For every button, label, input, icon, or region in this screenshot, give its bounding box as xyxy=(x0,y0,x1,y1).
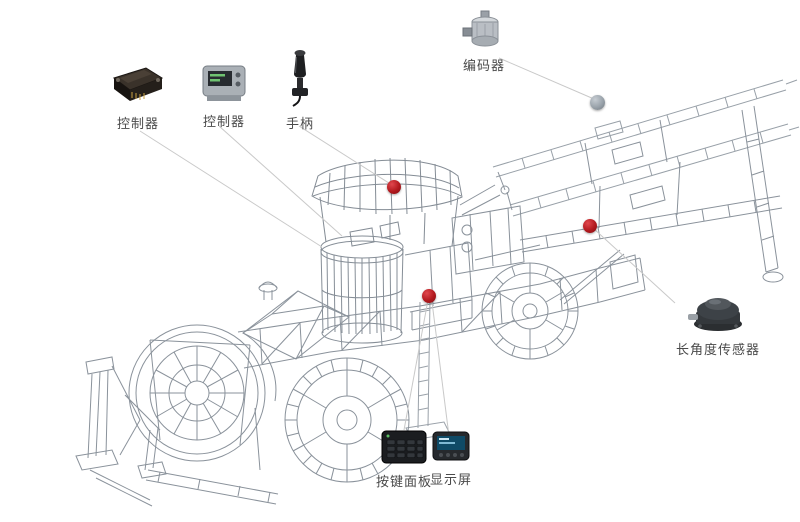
drill-feed-lower xyxy=(509,123,800,217)
callout-controller-1 xyxy=(139,130,323,248)
operator-drum xyxy=(320,235,404,344)
component-encoder: 编码器 xyxy=(460,8,508,74)
engine-hood xyxy=(242,281,350,360)
component-controller-2: 控制器 xyxy=(196,58,252,130)
callout-keypad xyxy=(403,299,429,431)
angle-sensor-image xyxy=(688,298,742,331)
cable-reel xyxy=(128,324,277,462)
component-label: 控制器 xyxy=(116,116,159,131)
rear-wheel xyxy=(481,262,579,360)
component-controller-1: 控制器 xyxy=(106,60,170,132)
component-angle-sensor: 长角度传感器 xyxy=(676,284,760,358)
callout-controller-2 xyxy=(218,125,343,237)
chassis xyxy=(237,249,646,369)
boom-arm xyxy=(519,119,783,253)
cab-roof-marker xyxy=(387,180,401,194)
encoder-mount-marker xyxy=(590,95,605,110)
keypad-image xyxy=(381,430,427,464)
boom-marker xyxy=(583,219,597,233)
component-label: 控制器 xyxy=(202,114,245,129)
callout-encoder xyxy=(498,57,595,100)
controller-2-image xyxy=(202,65,246,101)
component-joystick: 手柄 xyxy=(284,48,316,132)
rear-lower-frame xyxy=(145,407,279,505)
component-label: 手柄 xyxy=(285,116,314,131)
callout-display xyxy=(431,301,450,437)
component-label: 显示屏 xyxy=(430,472,473,487)
boom-pivot xyxy=(459,171,541,261)
outriggers xyxy=(75,356,167,507)
component-keypad: 按键面板 xyxy=(376,428,432,490)
chassis-mid-marker xyxy=(422,289,436,303)
boom-right-support xyxy=(741,105,784,283)
drill-feed-upper xyxy=(492,79,798,178)
display-image xyxy=(432,431,470,461)
joystick-image xyxy=(292,50,308,107)
callout-joystick xyxy=(298,125,393,186)
controller-1-image xyxy=(112,67,164,101)
callout-angle-sensor xyxy=(592,227,676,304)
component-label: 按键面板 xyxy=(376,474,433,489)
front-wheel xyxy=(284,357,410,483)
component-label: 编码器 xyxy=(462,58,505,73)
component-display: 显示屏 xyxy=(430,430,472,488)
encoder-image xyxy=(462,10,499,47)
component-label: 长角度传感器 xyxy=(676,342,761,357)
